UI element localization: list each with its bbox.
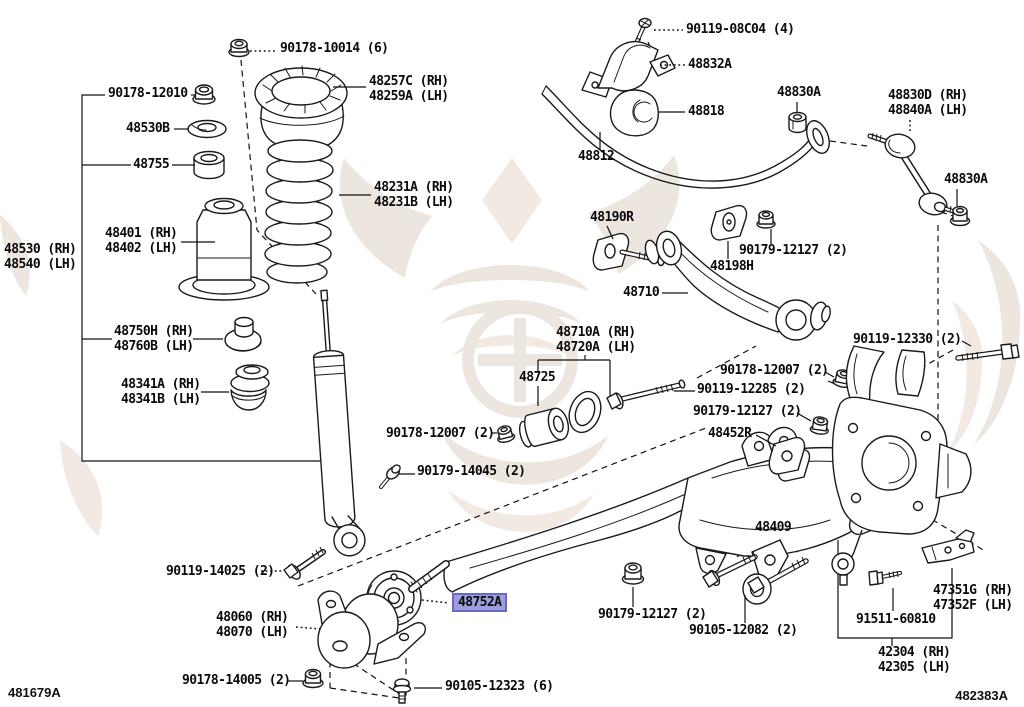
part-label-48231A-48231B[interactable]: 48231A (RH)48231B (LH): [374, 180, 454, 210]
part-label-48812[interactable]: 48812: [578, 149, 615, 164]
stabilizer-bar-48812-drawing: [541, 85, 830, 189]
bolt-90105-12082-drawing: [742, 556, 809, 605]
upper-arm-48710-drawing: [644, 230, 831, 341]
shock-absorber-drawing: [312, 289, 366, 557]
support-48750H-drawing: [224, 316, 262, 352]
part-label-48710[interactable]: 48710: [623, 285, 660, 300]
leader-lines: [172, 29, 972, 689]
part-label-90119-12330[interactable]: 90119-12330 (2): [853, 332, 962, 347]
stabilizer-link-48830D-drawing: [867, 132, 965, 217]
part-label-47351G-47352F[interactable]: 47351G (RH)47352F (LH): [933, 583, 1013, 613]
part-label-48755[interactable]: 48755: [133, 157, 170, 172]
part-label-48530-48540[interactable]: 48530 (RH)48540 (LH): [4, 242, 77, 272]
part-label-48452R[interactable]: 48452R: [708, 426, 752, 441]
nut-90178-12007-left-drawing: [497, 425, 516, 443]
part-label-90178-12007-left[interactable]: 90178-12007 (2): [386, 426, 495, 441]
bracket-lines: [81, 94, 953, 646]
bolt-90119-12285-drawing: [606, 379, 686, 410]
dust-cover-48401-drawing: [178, 197, 270, 301]
part-label-48752A[interactable]: 48752A: [452, 593, 508, 612]
cam-48452R-drawing: [768, 436, 811, 482]
part-label-48198H[interactable]: 48198H: [710, 259, 754, 274]
part-label-48830D-48840A[interactable]: 48830D (RH)48840A (LH): [888, 88, 968, 118]
part-label-90178-10014[interactable]: 90178-10014 (6): [280, 41, 389, 56]
part-label-48725[interactable]: 48725: [519, 370, 556, 385]
washer-48530B-drawing: [187, 119, 227, 139]
flange-nut-90178-12010-drawing: [192, 84, 216, 105]
diagram-ref-code-left: 481679A: [8, 685, 61, 700]
pin-90179-14045-drawing: [379, 464, 401, 489]
part-label-90178-14005[interactable]: 90178-14005 (2): [182, 673, 291, 688]
part-label-48409[interactable]: 48409: [755, 520, 792, 535]
part-label-90178-12010[interactable]: 90178-12010: [108, 86, 188, 101]
bolt-91511-60810-drawing: [868, 570, 902, 586]
part-label-90105-12082[interactable]: 90105-12082 (2): [689, 623, 798, 638]
bolt-90119-14025-drawing: [283, 546, 326, 580]
part-label-48830A-right[interactable]: 48830A: [944, 172, 988, 187]
part-label-48750H-48760B[interactable]: 48750H (RH)48760B (LH): [114, 324, 194, 354]
part-label-48060-48070[interactable]: 48060 (RH)48070 (LH): [216, 610, 289, 640]
part-label-48257C-48259A[interactable]: 48257C (RH)48259A (LH): [369, 74, 449, 104]
spring-upper-insulator-48257C-drawing: [254, 65, 348, 146]
part-label-48341A-48341B[interactable]: 48341A (RH)48341B (LH): [121, 377, 201, 407]
part-label-48401-48402[interactable]: 48401 (RH)48402 (LH): [105, 226, 178, 256]
part-label-90178-12007-right[interactable]: 90178-12007 (2): [720, 363, 829, 378]
stabilizer-bushing-48818-drawing: [609, 89, 659, 137]
part-label-90119-08C04[interactable]: 90119-08C04 (4): [686, 22, 795, 37]
bracket-47351G-drawing: [921, 529, 975, 564]
part-label-90179-12127-upper[interactable]: 90179-12127 (2): [739, 243, 848, 258]
part-label-48710A-48720A[interactable]: 48710A (RH)48720A (LH): [556, 325, 636, 355]
stabilizer-bushing-48830A-top-drawing: [788, 111, 807, 134]
flange-nut-90178-10014-drawing: [228, 38, 250, 58]
nut-90179-12127-bottom-drawing: [621, 562, 645, 585]
watermark-graphic: [0, 155, 1021, 536]
part-label-90179-12127-bottom[interactable]: 90179-12127 (2): [598, 607, 707, 622]
lower-bracket-48060-drawing: [317, 590, 426, 669]
part-label-90179-12127-mid[interactable]: 90179-12127 (2): [693, 404, 802, 419]
part-label-48832A[interactable]: 48832A: [688, 57, 732, 72]
arm-bushing-48725-drawing: [518, 407, 570, 448]
knuckle-42304-drawing: [831, 345, 972, 586]
nut-48830A-right-drawing: [949, 205, 971, 227]
part-label-48190R[interactable]: 48190R: [590, 210, 634, 225]
diagram-ref-code-right: 482383A: [955, 688, 1008, 703]
coil-spring-48231-drawing: [264, 139, 334, 284]
bolt-48409-a-drawing: [702, 551, 758, 588]
nut-90178-14005-drawing: [302, 668, 324, 689]
stabilizer-bracket-48832A-drawing: [581, 40, 676, 98]
part-label-90105-12323[interactable]: 90105-12323 (6): [445, 679, 554, 694]
bolt-90105-12323-drawing: [392, 678, 412, 704]
cam-plate-48198H-drawing: [710, 204, 748, 241]
spring-bumper-48341A-drawing: [230, 364, 270, 411]
part-label-42304-42305[interactable]: 42304 (RH)42305 (LH): [878, 645, 951, 675]
part-label-91511-60810[interactable]: 91511-60810: [856, 612, 936, 627]
part-label-90119-12285[interactable]: 90119-12285 (2): [697, 382, 806, 397]
part-label-90119-14025[interactable]: 90119-14025 (2): [166, 564, 275, 579]
part-label-48830A-top[interactable]: 48830A: [777, 85, 821, 100]
part-label-48530B[interactable]: 48530B: [126, 121, 170, 136]
nut-90179-12127-upper-drawing: [756, 210, 776, 229]
bolt-90119-12330-drawing: [955, 343, 1020, 362]
bushing-48755-drawing: [193, 150, 225, 180]
part-label-90179-14045[interactable]: 90179-14045 (2): [417, 464, 526, 479]
part-label-48818[interactable]: 48818: [688, 104, 725, 119]
arm-front-stud-drawing: [408, 560, 450, 593]
nut-90179-12127-mid-drawing: [809, 416, 829, 435]
